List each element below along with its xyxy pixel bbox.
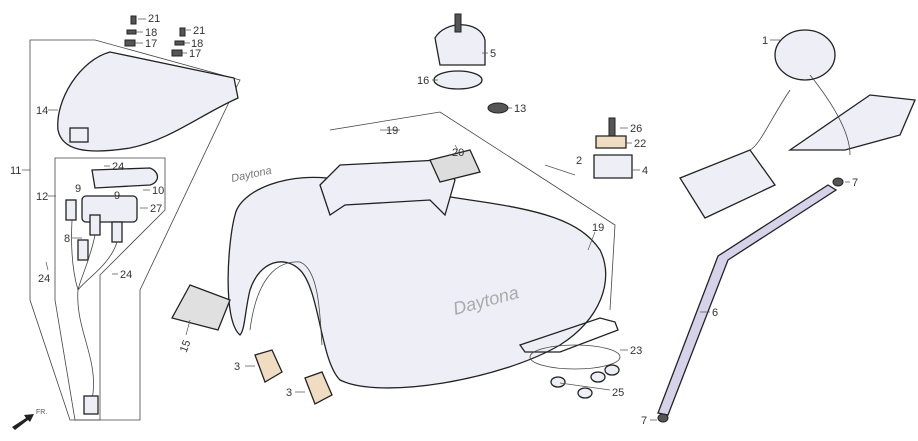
hose-6	[657, 184, 838, 416]
callout-5: 5	[490, 48, 496, 60]
fuel-cap	[434, 24, 486, 66]
callout-8: 8	[64, 233, 70, 245]
key	[454, 13, 462, 33]
callout-3: 3	[286, 387, 292, 399]
callout-17: 17	[189, 48, 201, 60]
callout-21: 21	[148, 13, 160, 25]
callout-18: 18	[145, 27, 157, 39]
callout-21: 21	[193, 25, 205, 37]
callout-24: 24	[112, 161, 124, 173]
tank-tunnel	[249, 261, 323, 346]
callout-26: 26	[630, 123, 642, 135]
callout-6: 6	[712, 307, 718, 319]
callout-27: 27	[150, 203, 162, 215]
callout-18: 18	[191, 38, 203, 50]
fuel-tank	[227, 176, 607, 389]
callout-1: 1	[762, 35, 768, 47]
bolt-26	[608, 117, 616, 137]
callout-24: 24	[120, 269, 132, 281]
emblem-19: Daytona	[230, 165, 273, 185]
callout-24: 24	[38, 273, 50, 285]
group-11-outline	[29, 39, 241, 421]
bracket-4	[593, 154, 633, 179]
tank-bracket	[319, 159, 456, 217]
callout-10: 10	[152, 185, 164, 197]
pump-bracket	[787, 94, 916, 151]
clip-7a	[832, 177, 844, 187]
meter-lens	[91, 167, 159, 189]
gasket	[518, 317, 619, 353]
bulb-sockets	[65, 199, 123, 261]
callout-3: 3	[234, 361, 240, 373]
callout-12: 12	[36, 191, 48, 203]
callout-16: 16	[417, 75, 429, 87]
clip-7b	[657, 413, 669, 423]
callout-20: 20	[452, 147, 464, 159]
callout-19: 19	[386, 125, 398, 137]
callout-9: 9	[114, 190, 120, 202]
callout-9: 9	[75, 183, 81, 195]
callout-15: 15	[178, 339, 193, 355]
plate-22	[595, 135, 627, 149]
canister	[679, 149, 776, 219]
label-15	[171, 284, 231, 331]
callout-14: 14	[36, 105, 48, 117]
decal-20	[429, 149, 481, 183]
pump-hose	[749, 74, 851, 156]
callout-19: 19	[592, 222, 604, 234]
cover-tab	[69, 127, 89, 143]
callout-7: 7	[852, 177, 858, 189]
connector	[83, 395, 99, 415]
callout-22: 22	[634, 138, 646, 150]
group-12-outline	[54, 157, 166, 421]
fuel-pump	[774, 29, 836, 81]
knob-3a	[254, 349, 283, 383]
tank-outline-box	[329, 111, 616, 311]
leader-lines	[22, 18, 850, 421]
callout-11: 11	[10, 165, 21, 177]
callout-25: 25	[612, 387, 624, 399]
callout-13: 13	[514, 103, 526, 115]
front-arrow-icon	[12, 414, 34, 430]
callout-23: 23	[630, 345, 642, 357]
instrument-cover	[57, 51, 239, 152]
callout-7: 7	[641, 415, 647, 427]
callouts: 21 18 17 21 18 17 14 11 12 24 10 9 9 27 …	[10, 13, 858, 427]
o-ring-23	[529, 344, 621, 370]
callout-17: 17	[145, 38, 157, 50]
cap-ring-16	[433, 70, 483, 90]
direction-label: FR.	[36, 409, 47, 416]
knob-3b	[304, 371, 333, 405]
callout-2: 2	[576, 155, 582, 167]
callout-4: 4	[642, 165, 648, 177]
grommets-25	[550, 364, 620, 399]
grommet-13	[487, 102, 509, 114]
wire-harness	[71, 219, 118, 401]
